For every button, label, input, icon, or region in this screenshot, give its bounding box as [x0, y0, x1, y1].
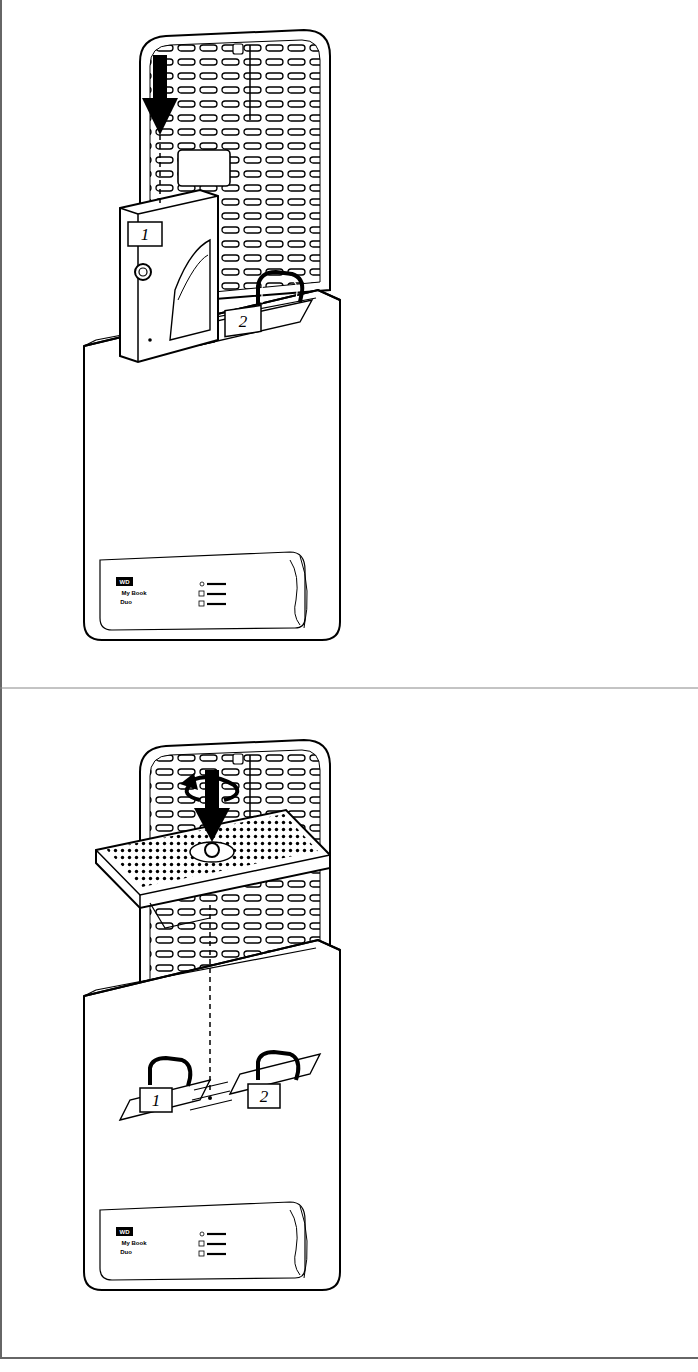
callout-number: 1 [152, 1092, 161, 1109]
product-name: Duo [120, 599, 132, 605]
product-name: Duo [120, 1249, 132, 1255]
brand-logo: WD [120, 579, 130, 585]
callout-number: 1 [141, 226, 150, 243]
product-name: My Book [121, 590, 146, 596]
product-name: My Book [121, 1240, 146, 1246]
callout-number: 2 [239, 313, 248, 330]
callout-number: 2 [260, 1088, 269, 1105]
brand-logo: WD [120, 1229, 130, 1235]
